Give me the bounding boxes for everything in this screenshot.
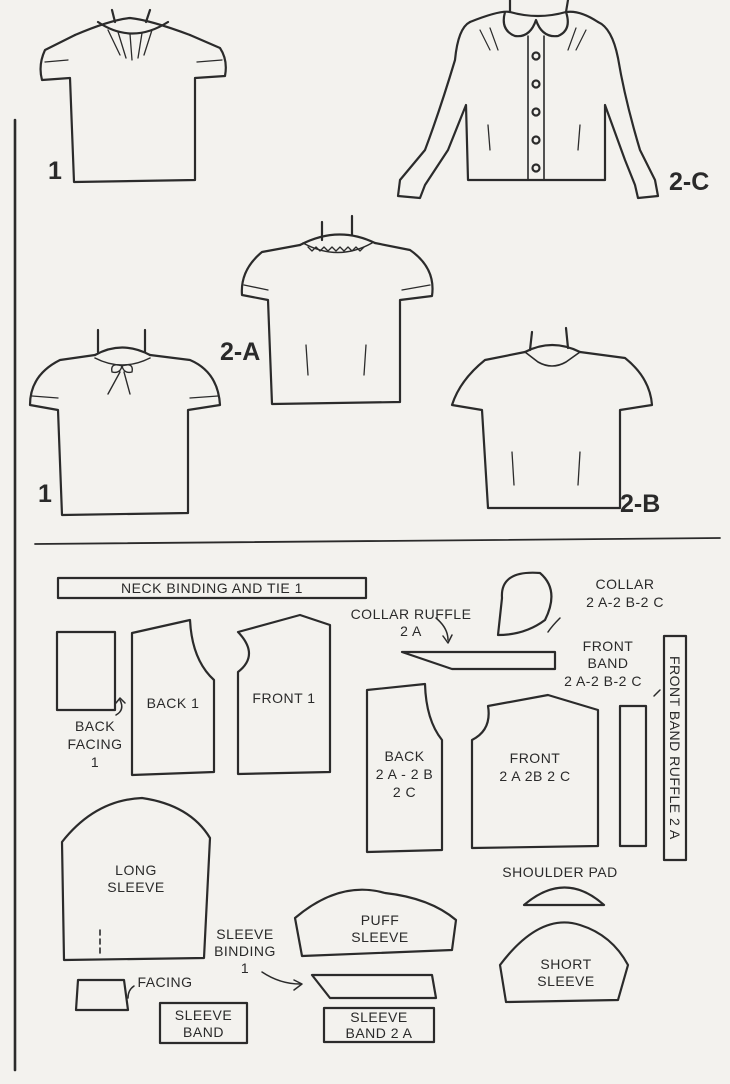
collar-views-label: 2 A-2 B-2 C <box>586 594 664 610</box>
front-band-views-label: 2 A-2 B-2 C <box>564 673 642 689</box>
sleeve-band-label-line2: BAND <box>183 1024 224 1040</box>
back-1-piece <box>130 618 216 777</box>
neck-binding-piece <box>56 576 368 600</box>
puff-sleeve-label-line1: PUFF <box>360 912 400 928</box>
back-1-label: BACK 1 <box>146 695 200 711</box>
sleeve-band-2a-label-line2: BAND 2 A <box>345 1025 413 1041</box>
view-label-2c: 2-C <box>669 168 710 196</box>
puff-sleeve-label-line2: SLEEVE <box>351 929 409 945</box>
view-1-front-illustration <box>39 8 227 184</box>
back-2-piece <box>365 682 444 854</box>
sleeve-binding-label-line2: BINDING <box>214 943 276 959</box>
short-sleeve-label-line2: SLEEVE <box>537 973 595 989</box>
view-1-back-illustration <box>28 328 222 517</box>
view-label-2a: 2-A <box>220 338 261 366</box>
collar-piece <box>496 571 553 637</box>
back-facing-label-line2: FACING <box>67 736 123 752</box>
section-divider <box>34 537 721 545</box>
long-sleeve-label-line1: LONG <box>115 862 157 878</box>
front-band-piece <box>618 704 648 848</box>
sleeve-band-2a-label-line1: SLEEVE <box>350 1009 408 1025</box>
view-2c-illustration <box>396 0 660 200</box>
short-sleeve-label-line1: SHORT <box>540 956 592 972</box>
collar-ruffle-views-label: 2 A <box>400 623 422 639</box>
back-facing-piece <box>55 630 117 712</box>
front-band-ruffle-piece <box>662 634 688 862</box>
view-2a-illustration <box>240 214 434 406</box>
front-2-label-line1: FRONT <box>509 750 561 766</box>
long-sleeve-label-line2: SLEEVE <box>107 879 165 895</box>
sleeve-band-piece <box>158 1001 249 1045</box>
front-1-piece <box>236 613 332 776</box>
back-2-label-line1: BACK <box>384 748 425 764</box>
shoulder-pad-label: SHOULDER PAD <box>502 864 618 880</box>
front-2-piece <box>470 693 600 850</box>
puff-sleeve-piece <box>293 888 458 958</box>
back-2-label-line2: 2 A - 2 B <box>375 766 434 782</box>
sleeve-binding-piece <box>310 973 438 1000</box>
neck-binding-label: NECK BINDING AND TIE 1 <box>121 580 303 596</box>
back-facing-label-line3: 1 <box>90 754 100 770</box>
back-facing-label-line1: BACK <box>74 718 116 734</box>
view-label-2b: 2-B <box>620 490 661 518</box>
front-band-label-line2: BAND <box>587 655 629 671</box>
view-label-1-back: 1 <box>38 480 52 508</box>
sleeve-binding-label-line1: SLEEVE <box>216 926 274 942</box>
sleeve-band-label-line1: SLEEVE <box>174 1007 233 1023</box>
front-1-label: FRONT 1 <box>252 690 316 706</box>
back-2-label-line3: 2 C <box>392 784 417 800</box>
facing-piece <box>74 978 130 1012</box>
short-sleeve-piece <box>498 921 630 1004</box>
view-label-1-top: 1 <box>48 157 62 185</box>
collar-ruffle-label: COLLAR RUFFLE <box>350 606 472 622</box>
collar-ruffle-piece <box>400 650 557 671</box>
view-2b-illustration <box>450 326 654 510</box>
collar-label: COLLAR <box>595 576 655 592</box>
shoulder-pad-piece <box>522 886 606 907</box>
front-2-label-line2: 2 A 2B 2 C <box>499 768 571 784</box>
long-sleeve-piece <box>60 796 212 962</box>
sleeve-band-2a-piece <box>322 1006 436 1044</box>
sleeve-binding-label-line3: 1 <box>240 960 250 976</box>
facing-label: FACING <box>137 974 193 990</box>
front-band-label-line1: FRONT <box>582 638 634 654</box>
front-band-ruffle-label: FRONT BAND RUFFLE 2 A <box>667 656 683 840</box>
